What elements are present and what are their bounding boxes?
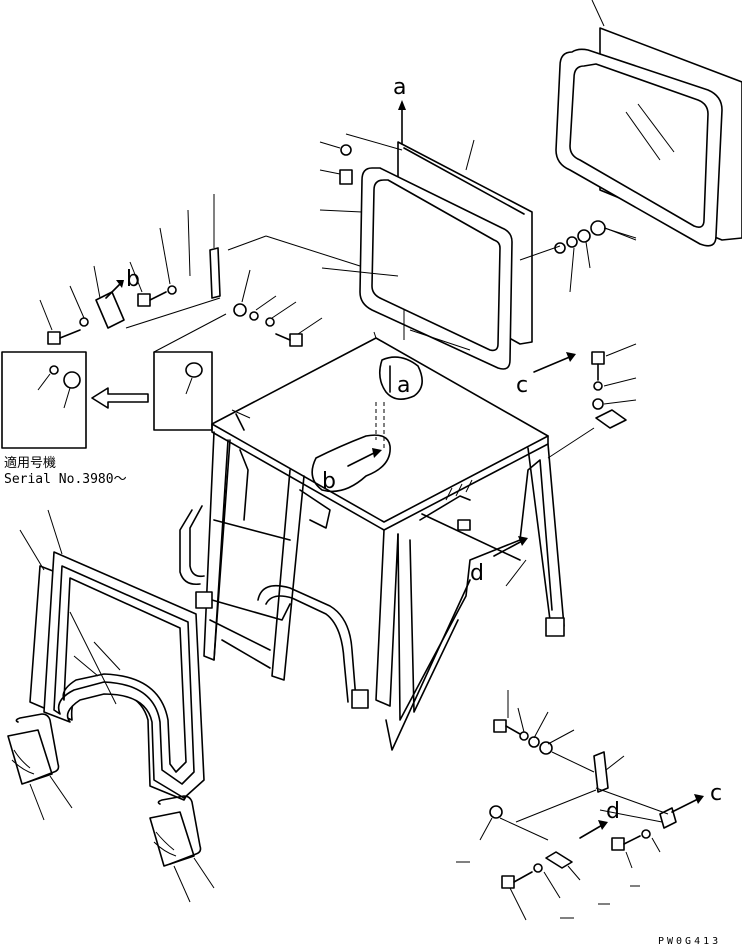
direction-arrow-a-top	[398, 100, 406, 145]
small-window-left[interactable]	[7, 713, 73, 821]
detail-inset-view	[1, 351, 87, 449]
dashed-guide-lines	[375, 402, 385, 448]
bolt-right-mid	[547, 343, 637, 459]
callout-c-mid: c	[516, 373, 528, 398]
callout-b-left: b	[126, 267, 140, 292]
callout-d-mid: d	[470, 561, 484, 586]
door-glass-panel[interactable]	[19, 509, 205, 801]
callout-a-top: a	[393, 75, 406, 100]
serial-number-label: Serial No.3980～	[4, 472, 127, 487]
direction-arrow-c-mid	[533, 352, 576, 373]
direction-arrow-d-mid	[493, 536, 528, 587]
direction-arrow-d-bottom	[579, 820, 608, 839]
cab-frame[interactable]	[179, 413, 565, 751]
callout-a-bubble: a	[397, 373, 410, 398]
callout-d-bottom: d	[606, 799, 620, 824]
frame-bolt-set-top	[319, 133, 403, 185]
direction-arrow-c-bottom	[671, 794, 704, 813]
detail-box-source	[153, 351, 213, 431]
detail-view-arrow	[91, 387, 149, 409]
callout-bubble-b	[311, 434, 391, 493]
direction-arrow-b-left	[105, 280, 124, 299]
upper-side-window-frame[interactable]	[319, 139, 533, 370]
callout-b-bubble: b	[322, 469, 336, 494]
lower-hinge-assembly	[456, 690, 677, 921]
washer-stack-right	[519, 220, 637, 293]
drawing-code: PW0G413	[658, 936, 721, 947]
callout-bubble-a	[378, 356, 423, 400]
callout-c-bottom: c	[710, 781, 722, 806]
left-hinge-assembly	[39, 194, 361, 353]
rear-window-glass[interactable]	[555, 0, 742, 247]
applicable-serial-label: 適用号機	[4, 455, 56, 471]
small-window-right[interactable]	[149, 795, 215, 903]
